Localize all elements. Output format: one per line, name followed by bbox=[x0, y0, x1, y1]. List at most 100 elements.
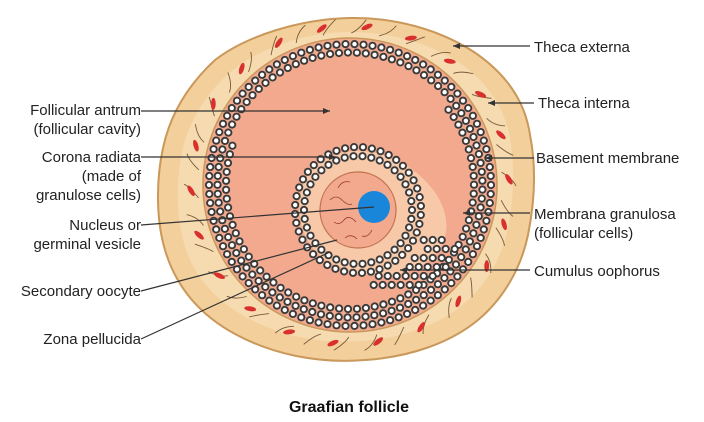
granulosa-cell bbox=[300, 56, 309, 65]
granulosa-cell bbox=[258, 291, 267, 300]
granulosa-cell bbox=[227, 257, 236, 266]
granulosa-cell bbox=[297, 48, 306, 57]
granulosa-cell bbox=[225, 212, 235, 221]
granulosa-cell bbox=[284, 288, 293, 297]
granulosa-cell bbox=[292, 192, 301, 201]
secondary-oocyte bbox=[319, 171, 397, 249]
granulosa-cell bbox=[440, 76, 449, 85]
granulosa-cell bbox=[314, 318, 323, 327]
granulosa-cell bbox=[358, 152, 367, 161]
label-basement-membrane: Basement membrane bbox=[536, 150, 679, 167]
granulosa-cell bbox=[272, 301, 281, 310]
granulosa-cell bbox=[383, 261, 392, 270]
label-membrana-granulosa: Membrana granulosa bbox=[534, 206, 676, 223]
granulosa-cell bbox=[476, 158, 485, 167]
granulosa-cell bbox=[412, 228, 421, 237]
granulosa-cell bbox=[235, 237, 244, 246]
granulosa-cell bbox=[248, 270, 257, 279]
granulosa-cell bbox=[419, 235, 428, 245]
theca-fiber bbox=[227, 72, 231, 93]
granulosa-cell bbox=[231, 229, 240, 238]
granulosa-cell bbox=[407, 214, 416, 223]
granulosa-cell bbox=[332, 40, 341, 49]
granulosa-cell bbox=[403, 309, 412, 318]
granulosa-cell bbox=[392, 271, 401, 281]
granulosa-cell bbox=[458, 96, 468, 105]
label-zona-pellucida: Zona pellucida bbox=[43, 331, 141, 348]
theca-fiber bbox=[186, 153, 200, 171]
granulosa-cell bbox=[419, 301, 428, 310]
granulosa-cell bbox=[212, 136, 221, 145]
label-corona-radiata-sub2: granulose cells) bbox=[36, 187, 141, 204]
leader-lines bbox=[140, 45, 534, 340]
granulosa-cell bbox=[367, 144, 376, 153]
granulosa-cell bbox=[370, 311, 379, 320]
granulosa-cell bbox=[403, 52, 412, 61]
granulosa-cell bbox=[469, 229, 478, 238]
granulosa-cell bbox=[352, 313, 361, 322]
granulosa-cell bbox=[340, 258, 349, 267]
label-membrana-granulosa-sub: (follicular cells) bbox=[534, 225, 633, 242]
granulosa-cell bbox=[223, 158, 233, 168]
granulosa-cell bbox=[316, 155, 325, 164]
granulosa-cell bbox=[258, 70, 267, 79]
label-corona-radiata-sub1: (made of bbox=[82, 168, 142, 185]
granulosa-cell bbox=[469, 171, 478, 180]
granulosa-cell bbox=[288, 309, 297, 318]
granulosa-cell bbox=[294, 227, 303, 236]
granulosa-cell bbox=[379, 309, 388, 318]
granulosa-cell bbox=[453, 272, 462, 281]
granulosa-cell bbox=[458, 128, 467, 137]
granulosa-cell bbox=[405, 223, 414, 232]
granulosa-cell bbox=[265, 65, 274, 74]
theca-fiber bbox=[351, 19, 367, 34]
granulosa-cell bbox=[218, 216, 227, 225]
granulosa-cell bbox=[405, 262, 414, 272]
granulosa-cell bbox=[361, 303, 370, 313]
label-corona-radiata: Corona radiata bbox=[42, 149, 142, 166]
granulosa-cell bbox=[268, 73, 277, 82]
granulosa-cell bbox=[441, 262, 450, 272]
diagram-caption: Graafian follicle bbox=[289, 399, 409, 416]
granulosa-cell bbox=[416, 210, 425, 220]
granulosa-cell bbox=[350, 321, 359, 330]
granulosa-cell bbox=[444, 105, 453, 114]
granulosa-cell bbox=[268, 288, 277, 297]
granulosa-cell bbox=[298, 235, 307, 244]
granulosa-cell bbox=[474, 150, 483, 159]
theca-fiber bbox=[249, 313, 270, 318]
granulosa-cell bbox=[367, 153, 376, 162]
theca-fiber bbox=[394, 326, 405, 346]
granulosa-cell bbox=[433, 280, 442, 289]
label-nucleus-sub: germinal vesicle bbox=[33, 236, 141, 253]
granulosa-cell bbox=[404, 62, 413, 71]
theca-red-cell bbox=[455, 295, 462, 308]
granulosa-cell bbox=[222, 194, 231, 203]
granulosa-cell bbox=[254, 276, 263, 285]
granulosa-cell bbox=[222, 176, 231, 185]
granulosa-cell bbox=[386, 45, 395, 54]
granulosa-cell bbox=[478, 185, 487, 194]
theca-fiber bbox=[322, 19, 336, 36]
basement-membrane bbox=[202, 37, 498, 333]
granulosa-cell bbox=[340, 267, 349, 276]
granulosa-cell bbox=[326, 49, 335, 59]
granulosa-cell bbox=[352, 48, 361, 57]
granulosa-cell bbox=[415, 193, 424, 202]
granulosa-cell bbox=[317, 51, 326, 60]
granulosa-cell bbox=[206, 162, 215, 172]
granulosa-cell bbox=[218, 242, 228, 251]
granulosa-cell bbox=[468, 198, 477, 207]
granulosa-cell bbox=[395, 303, 405, 312]
theca-fiber bbox=[405, 36, 425, 45]
granulosa-cell bbox=[350, 40, 359, 49]
theca-red-cells bbox=[187, 23, 513, 347]
granulosa-cell bbox=[396, 280, 405, 290]
granulosa-cell bbox=[204, 180, 214, 190]
granulosa-cell bbox=[452, 101, 461, 110]
granulosa-cell bbox=[479, 225, 488, 234]
granulosa-cell bbox=[409, 176, 418, 185]
granulosa-cell bbox=[458, 265, 468, 274]
granulosa-cell bbox=[228, 220, 237, 229]
granulosa-cell bbox=[358, 143, 368, 152]
